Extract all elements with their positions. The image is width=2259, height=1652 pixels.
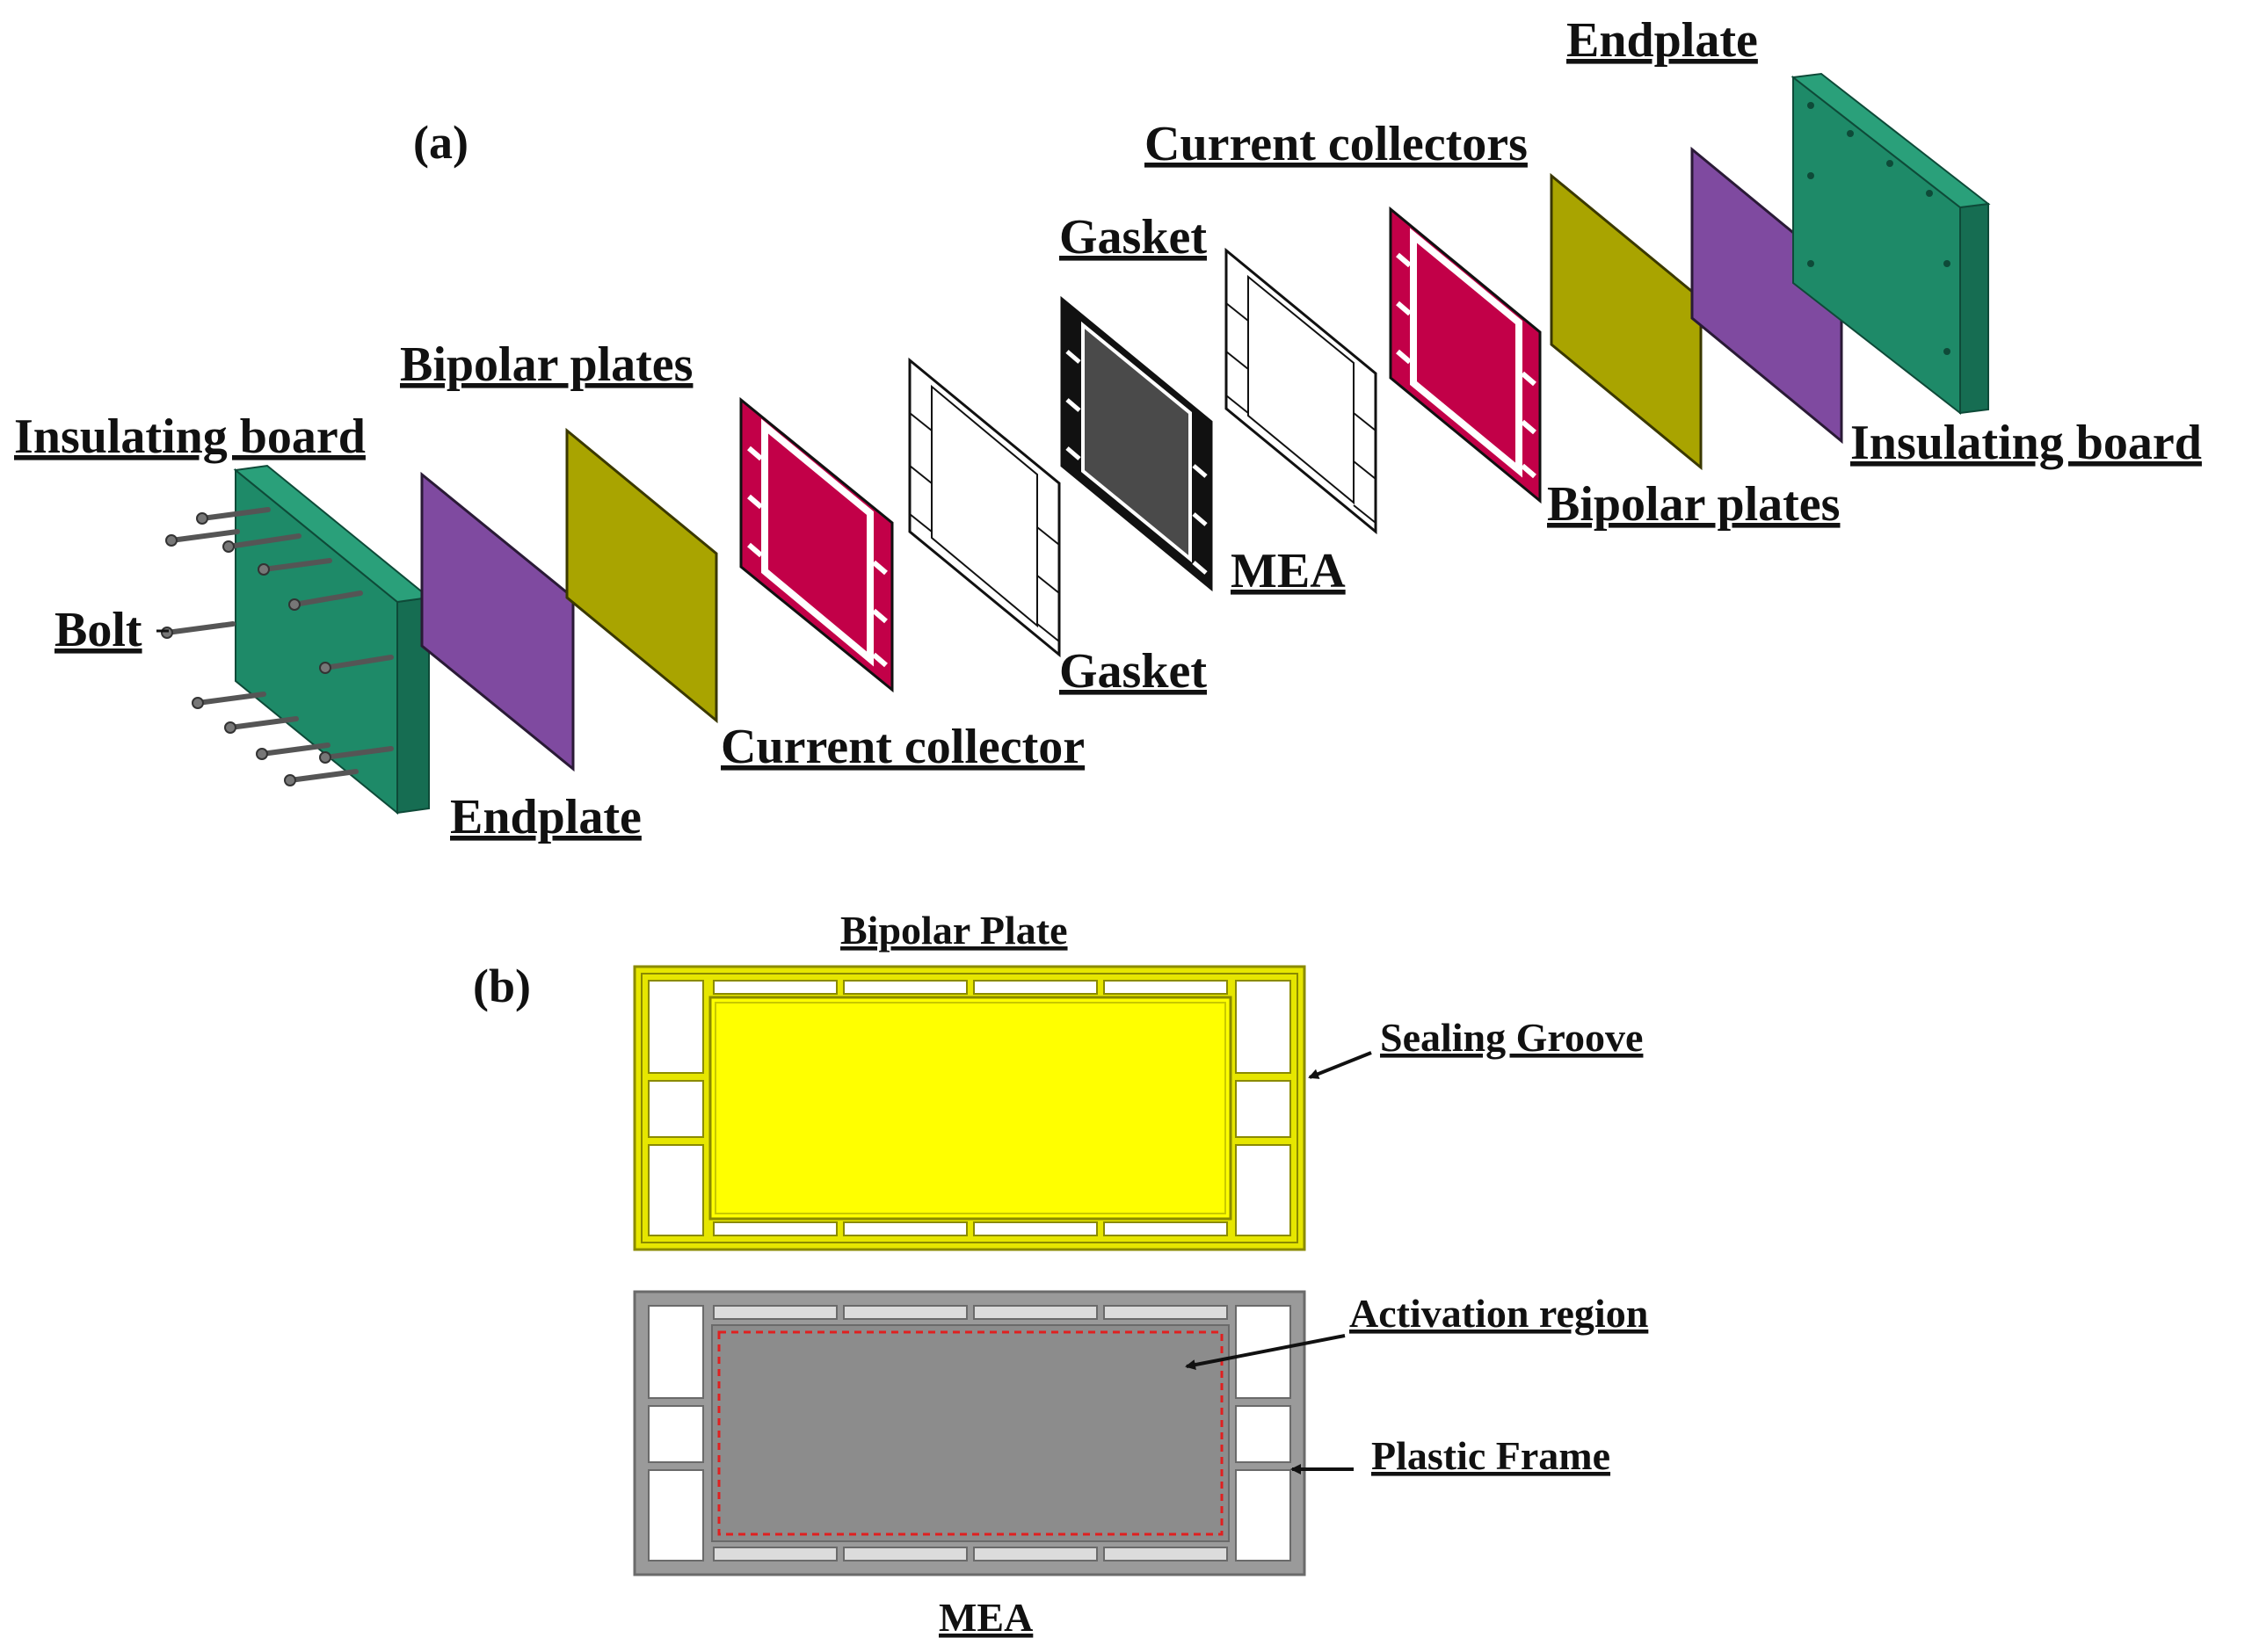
arrow-activation-region <box>1185 1334 1346 1370</box>
panel-b: (b) <box>473 908 1648 1640</box>
endplate-right <box>1690 146 1843 445</box>
bipolar-plate-right <box>1389 206 1542 504</box>
panel-b-tag: (b) <box>473 960 531 1012</box>
bipolar-active-area <box>708 996 1232 1221</box>
endplate-left <box>420 471 575 772</box>
label-bipolar-plate: Bipolar Plate <box>840 908 1068 953</box>
label-activation-region: Activation region <box>1349 1291 1648 1336</box>
label-bipolar-plates-left: Bipolar plates <box>400 337 693 392</box>
label-bipolar-plates-right: Bipolar plates <box>1547 477 1840 532</box>
current-collector-left <box>565 427 718 724</box>
label-insulating-board-left: Insulating board <box>14 409 366 464</box>
label-sealing-groove: Sealing Groove <box>1380 1015 1643 1060</box>
label-endplate-right: Endplate <box>1566 13 1758 68</box>
bolt-group <box>164 507 394 783</box>
arrow-sealing-groove <box>1308 1051 1372 1079</box>
insulating-board-right <box>1790 72 1991 416</box>
gasket-left <box>908 357 1061 658</box>
bipolar-plate-top-view <box>633 965 1306 1251</box>
insulating-board-left <box>233 464 432 815</box>
gasket-right <box>1224 247 1377 535</box>
current-collector-right <box>1550 172 1703 471</box>
label-gasket-upper: Gasket <box>1059 210 1207 264</box>
label-mea: MEA <box>1231 544 1346 598</box>
mea-active-area <box>711 1324 1230 1542</box>
label-bolt: Bolt <box>54 603 142 657</box>
label-current-collector: Current collector <box>721 720 1085 774</box>
bolt-heads <box>161 512 331 786</box>
label-insulating-board-right: Insulating board <box>1850 416 2202 470</box>
label-endplate-left: Endplate <box>450 790 642 844</box>
activation-region-outline <box>717 1330 1224 1536</box>
label-current-collectors: Current collectors <box>1144 117 1528 171</box>
mea-plate <box>1060 295 1213 592</box>
panel-a: (a) <box>14 13 2202 844</box>
panel-a-tag: (a) <box>413 116 469 169</box>
label-mea-bottom: MEA <box>939 1595 1033 1640</box>
bipolar-plate-left <box>739 396 894 693</box>
mea-top-view <box>633 1290 1306 1576</box>
label-plastic-frame: Plastic Frame <box>1371 1433 1610 1478</box>
label-gasket-lower: Gasket <box>1059 644 1207 699</box>
